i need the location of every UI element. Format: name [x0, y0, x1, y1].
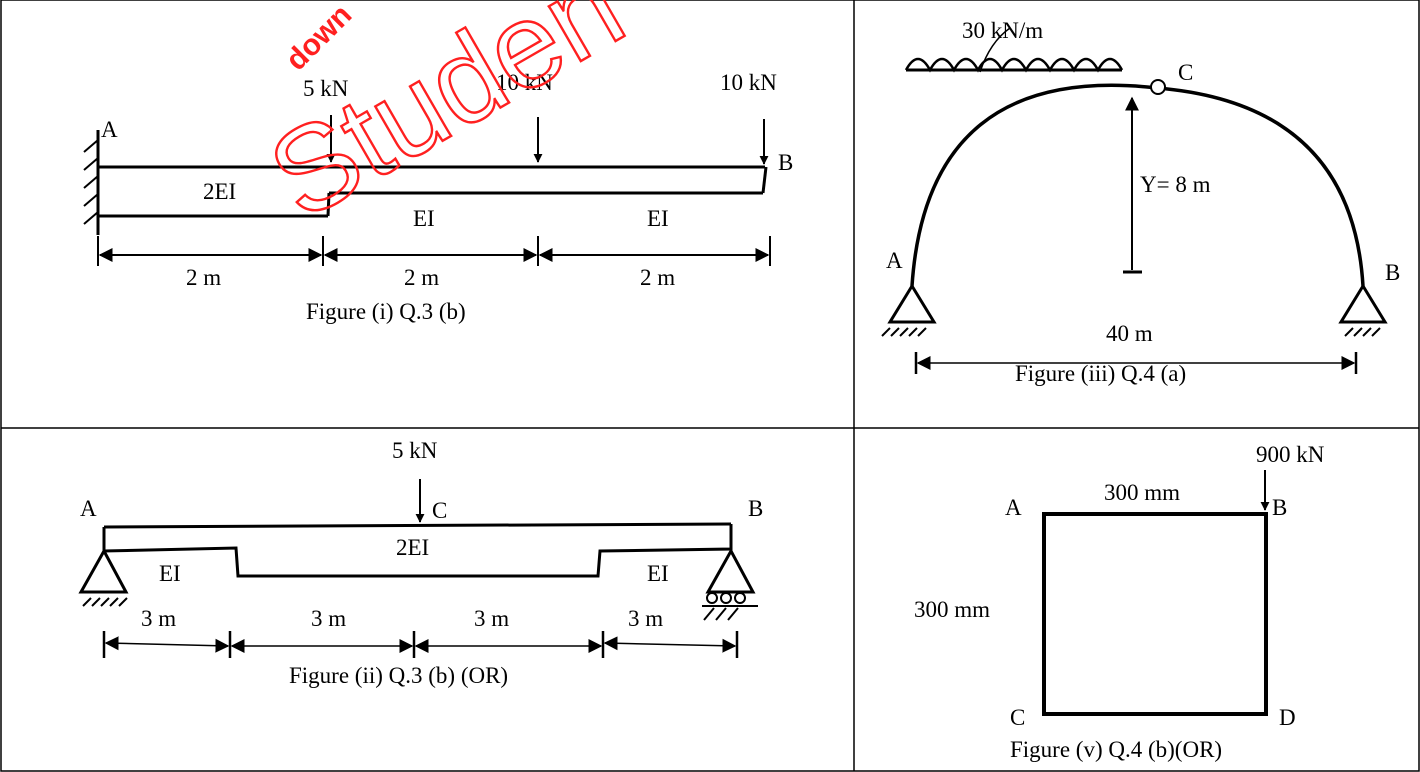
label-point-a: A	[886, 248, 903, 273]
label-point-a: A	[80, 496, 97, 521]
label-width: 300 mm	[1104, 480, 1180, 505]
label-rigidity-ei-right: EI	[647, 206, 669, 231]
figure-caption: Figure (iii) Q.4 (a)	[1015, 361, 1186, 386]
label-rigidity-ei-left: EI	[159, 561, 181, 586]
label-point-b: B	[1385, 260, 1400, 285]
dimension-line	[102, 631, 739, 658]
label-point-b: B	[1272, 495, 1287, 520]
label-rigidity-ei-mid: EI	[413, 206, 435, 231]
span-dimension	[914, 352, 1358, 374]
label-point-a: A	[101, 117, 118, 142]
figure-caption: Figure (v) Q.4 (b)(OR)	[1010, 737, 1222, 762]
label-load-10kn-mid: 10 kN	[496, 70, 553, 95]
label-span-4: 3 m	[628, 606, 663, 631]
label-span: 40 m	[1106, 321, 1153, 346]
roller-support	[702, 547, 758, 621]
label-span-1: 3 m	[141, 606, 176, 631]
square-section	[1042, 512, 1268, 716]
label-udl: 30 kN/m	[962, 18, 1043, 43]
label-load: 900 kN	[1256, 442, 1325, 467]
fixed-support	[83, 130, 100, 235]
label-span-3: 2 m	[640, 265, 675, 290]
pin-support-left	[881, 283, 937, 337]
figure-iii: 30 kN/m C Y= 8 m A B 40 m Figure (iii) Q…	[881, 18, 1400, 386]
dimension-line	[97, 236, 771, 266]
label-rigidity-2ei: 2EI	[203, 179, 236, 204]
pin-support	[78, 547, 129, 607]
label-load-10kn-end: 10 kN	[720, 70, 777, 95]
figure-caption: Figure (ii) Q.3 (b) (OR)	[289, 663, 508, 688]
stepped-simply-supported-beam	[102, 522, 733, 578]
label-load: 5 kN	[392, 438, 438, 463]
figure-caption: Figure (i) Q.3 (b)	[306, 299, 466, 324]
label-height: 300 mm	[914, 597, 990, 622]
label-point-c: C	[432, 498, 447, 523]
label-span-3: 3 m	[474, 606, 509, 631]
label-span-2: 3 m	[311, 606, 346, 631]
label-point-d: D	[1279, 705, 1296, 730]
figure-ii: 5 kN A B C EI 2EI EI 3 m 3 m 3 m 3 m Fig…	[78, 438, 763, 688]
figure-i: A B 5 kN 10 kN 10 kN 2EI EI EI 2 m 2 m 2…	[83, 70, 793, 324]
pin-support-right	[1338, 283, 1388, 337]
label-load-5kn: 5 kN	[303, 76, 349, 101]
label-point-b: B	[748, 496, 763, 521]
label-rise: Y= 8 m	[1140, 172, 1211, 197]
three-hinged-arch	[910, 83, 1365, 287]
label-rigidity-2ei: 2EI	[396, 535, 429, 560]
figure-v: 900 kN 300 mm 300 mm A B C D Figure (v) …	[914, 442, 1325, 762]
watermark: down Studen	[247, 0, 646, 246]
stepped-cantilever-beam	[98, 165, 768, 218]
label-span-1: 2 m	[186, 265, 221, 290]
crown-hinge	[1150, 79, 1166, 95]
label-point-b: B	[778, 150, 793, 175]
udl-symbol	[904, 27, 1124, 73]
label-point-a: A	[1005, 495, 1022, 520]
label-rigidity-ei-right: EI	[647, 561, 669, 586]
label-point-c: C	[1010, 705, 1025, 730]
watermark-small-text: down	[280, 0, 359, 77]
label-point-c: C	[1178, 60, 1193, 85]
label-span-2: 2 m	[404, 265, 439, 290]
